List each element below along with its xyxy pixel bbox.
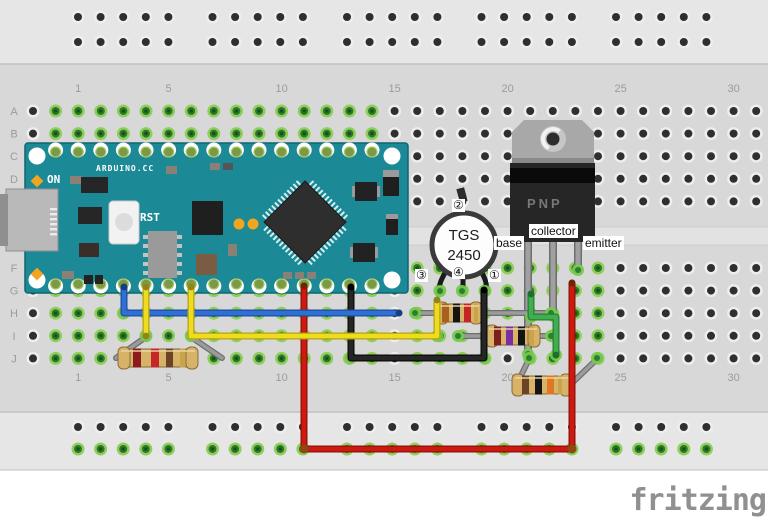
column-label-bottom: 30 [727, 372, 739, 384]
sensor-top-pin [456, 187, 468, 203]
smd-component [70, 176, 82, 184]
mounting-hole [28, 147, 46, 165]
fritzing-watermark: fritzing [629, 483, 767, 518]
column-label-top: 15 [388, 83, 400, 95]
column-label-bottom: 25 [614, 372, 626, 384]
row-label: J [11, 353, 17, 365]
resistor-band [453, 303, 460, 323]
sensor-pin3-label: ③ [415, 268, 428, 282]
wire-green-base[interactable] [527, 290, 560, 359]
column-label-top: 20 [501, 83, 513, 95]
wire-black-gnd[interactable] [347, 283, 488, 362]
arduino-nano[interactable] [0, 142, 409, 294]
qfp-chip [355, 182, 377, 201]
smd-component [62, 271, 74, 279]
resistor-band [180, 348, 185, 368]
smd-component [81, 177, 108, 193]
column-label-bottom: 5 [166, 372, 172, 384]
smd-component [79, 243, 99, 257]
resistor-220[interactable] [113, 334, 225, 370]
row-label: B [10, 129, 17, 141]
row-label: G [10, 286, 19, 298]
ic-chip [148, 231, 177, 278]
reset-button[interactable] [108, 200, 140, 245]
smd-component [283, 272, 292, 279]
smd-component [223, 163, 233, 170]
resistor-band [558, 375, 562, 395]
smd-component [84, 275, 93, 284]
resistor-violet[interactable] [455, 324, 554, 348]
arduino-on-label: ON [47, 173, 61, 186]
rail-connection-dot [567, 444, 577, 454]
led [30, 267, 44, 281]
column-label-top: 30 [727, 83, 739, 95]
wire-yellow-short[interactable] [142, 283, 150, 340]
transistor-emitter-label: emitter [583, 236, 624, 250]
mounting-hole [383, 147, 401, 165]
smd-component [307, 272, 316, 279]
sensor-pin1-label: ① [488, 268, 501, 282]
transistor-collector-label: collector [529, 224, 578, 238]
smd-component [295, 272, 304, 279]
smd-component [78, 207, 102, 224]
smd-component [210, 163, 220, 170]
row-label: A [10, 106, 18, 118]
resistor-band [529, 326, 534, 346]
row-label: C [10, 151, 18, 163]
row-label: F [11, 263, 18, 275]
column-label-top: 1 [75, 83, 81, 95]
smd-component [95, 275, 103, 284]
wire-yellow-long[interactable] [187, 283, 441, 340]
column-label-bottom: 20 [501, 372, 513, 384]
sensor-name-line1: TGS [448, 227, 480, 244]
resistor-band [166, 348, 173, 368]
column-label-top: 5 [166, 83, 172, 95]
column-label-bottom: 15 [388, 372, 400, 384]
arduino-logo-label: ARDUINO.CC [96, 164, 155, 173]
smd-component [196, 254, 217, 275]
resistor-band [464, 303, 471, 323]
wire-red-5v[interactable] [300, 279, 576, 453]
sensor-pin4-label: ④ [452, 265, 465, 279]
mounting-hole [383, 271, 401, 289]
qfp-chip [353, 243, 375, 262]
resistor-band [494, 326, 501, 346]
smd-component [166, 166, 177, 174]
rail-connection-dot [299, 444, 309, 454]
resistor-band [133, 348, 141, 368]
resistor-band [547, 375, 554, 395]
smd-component [192, 201, 223, 235]
transistor-type-label: PNP [527, 196, 563, 211]
row-label: I [12, 331, 15, 343]
resistor-band [518, 326, 525, 346]
resistor-band [522, 375, 529, 395]
row-label: D [10, 174, 18, 186]
wire-blue-signal[interactable] [120, 283, 403, 317]
arduino-rst-label: RST [140, 211, 160, 224]
column-label-bottom: 1 [75, 372, 81, 384]
transistor-base-label: base [494, 236, 525, 250]
sensor-name-line2: 2450 [447, 247, 481, 264]
row-label: H [10, 308, 18, 320]
column-label-top: 10 [275, 83, 287, 95]
mcu-chip [261, 180, 349, 266]
resistor-band [506, 326, 513, 346]
column-label-top: 25 [614, 83, 626, 95]
resistor-band [442, 303, 449, 323]
resistor-band [474, 303, 478, 323]
sensor-pin2-label: ② [452, 198, 465, 212]
led [30, 174, 44, 188]
smd-component [228, 244, 237, 256]
resistor-band [151, 348, 159, 368]
smd-component [386, 214, 398, 235]
resistor-band [535, 375, 542, 395]
column-label-bottom: 10 [275, 372, 287, 384]
usb-connector [0, 188, 59, 252]
